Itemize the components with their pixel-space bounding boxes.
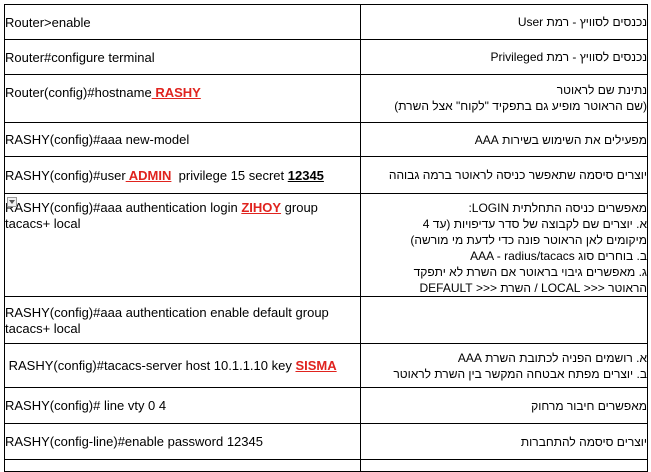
command-text: Router(config)#hostname xyxy=(5,85,152,100)
description-line: נכנסים לסוויץ - רמת Privileged xyxy=(490,50,647,64)
table-row: RASHY(config)#aaa authentication enable … xyxy=(4,296,648,344)
command-cell: RASHY(config)# line vty 0 4 xyxy=(4,387,361,424)
command-text: RASHY(config-line)#enable password 12345 xyxy=(5,434,263,449)
description-line: מאפשרים חיבור מרחוק xyxy=(531,398,647,413)
command-cell: RASHY(config)#aaa new-model xyxy=(4,122,361,157)
command-cell: RASHY(config)#user ADMIN privilege 15 se… xyxy=(4,156,361,194)
command-cell xyxy=(4,459,361,472)
command-cell: Router>enable xyxy=(4,4,361,40)
highlighted-value: ADMIN xyxy=(125,167,172,183)
command-text: RASHY(config)#aaa authentication enable … xyxy=(5,305,329,336)
command-cell: Router#configure terminal xyxy=(4,39,361,75)
command-text: Router#configure terminal xyxy=(5,49,155,65)
description-cell: מאפשרים כניסה התחלתית LOGIN: א. יוצרים ש… xyxy=(360,193,648,297)
command-text: RASHY(config)#aaa new-model xyxy=(5,132,190,147)
command-cell: RASHY(config)#aaa authentication login Z… xyxy=(4,193,361,297)
command-text: group tacacs+ local xyxy=(5,200,318,231)
table-row: Router>enable נכנסים לסוויץ - רמת User xyxy=(4,4,648,40)
underlined-value: 12345 xyxy=(287,167,324,183)
description-line: נכנסים לסוויץ - רמת User xyxy=(517,15,647,29)
description-line: (שם הראוטר מופיע גם בתפקיד "לקוח" אצל הש… xyxy=(394,99,647,113)
table-row: Router(config)#hostname RASHY נתינת שם ל… xyxy=(4,74,648,123)
command-text: privilege 15 secret xyxy=(171,167,288,183)
description-line: הראוטר <<< LOCAL / השרת <<< DEFAULT xyxy=(419,281,648,295)
description-line: מאפשרים כניסה התחלתית LOGIN: xyxy=(468,201,647,215)
command-text: RASHY(config)#user xyxy=(5,167,126,183)
description-cell: מאפשרים חיבור מרחוק xyxy=(360,387,648,424)
description-cell xyxy=(360,296,648,344)
description-cell xyxy=(360,459,648,472)
description-line: א. רושמים הפניה לכתובת השרת AAA xyxy=(457,351,647,365)
description-cell: א. רושמים הפניה לכתובת השרת AAA ב. יוצרי… xyxy=(360,343,648,388)
description-cell: מפעילים את השימוש בשירות AAA xyxy=(360,122,648,157)
description-cell: יוצרים סיסמה שתאפשר כניסה לראוטר ברמה גב… xyxy=(360,156,648,194)
command-text: RASHY(config)#tacacs-server host 10.1.1.… xyxy=(5,358,296,373)
highlighted-value: SISMA xyxy=(295,358,337,373)
table-row: Router#configure terminal נכנסים לסוויץ … xyxy=(4,39,648,75)
description-cell: יוצרים סיסמה להתחברות xyxy=(360,423,648,460)
command-text: Router>enable xyxy=(5,14,91,30)
description-line: ג. מאפשרים גיבוי בראוטר אם השרת לא יתפקד xyxy=(413,265,647,279)
description-cell: נכנסים לסוויץ - רמת Privileged xyxy=(360,39,648,75)
description-line: מיקומים לאן הראוטר פונה כדי לדעת מי מורש… xyxy=(410,233,647,247)
table-row: RASHY(config)#aaa authentication login Z… xyxy=(4,193,648,297)
table-row: RASHY(config-line)#enable password 12345… xyxy=(4,423,648,460)
command-text: RASHY(config)# line vty 0 4 xyxy=(5,398,167,413)
highlighted-value: RASHY xyxy=(151,85,201,100)
command-cell: RASHY(config)#aaa authentication enable … xyxy=(4,296,361,344)
description-cell: נכנסים לסוויץ - רמת User xyxy=(360,4,648,40)
description-cell: נתינת שם לראוטר (שם הראוטר מופיע גם בתפק… xyxy=(360,74,648,123)
description-line: ב. יוצרים מפתח אבטחה המקשר בין השרת לראו… xyxy=(393,367,647,381)
table-row: RASHY(config)# line vty 0 4 מאפשרים חיבו… xyxy=(4,387,648,424)
description-line: א. יוצרים שם לקבוצה של סדר עדיפויות (עד … xyxy=(422,217,647,231)
commands-table: Router>enable נכנסים לסוויץ - רמת User R… xyxy=(4,4,648,472)
description-line: מפעילים את השימוש בשירות AAA xyxy=(474,132,647,147)
command-cell: RASHY(config)#tacacs-server host 10.1.1.… xyxy=(4,343,361,388)
highlighted-value: ZIHOY xyxy=(241,200,282,215)
command-text: RASHY(config)#aaa authentication login xyxy=(5,200,242,215)
description-line: ב. בוחרים סוג AAA - radius/tacacs xyxy=(470,249,647,263)
dropdown-handle-icon[interactable] xyxy=(7,197,17,207)
table-row: RASHY(config)#user ADMIN privilege 15 se… xyxy=(4,156,648,194)
table-row xyxy=(4,459,648,472)
command-cell: Router(config)#hostname RASHY xyxy=(4,74,361,123)
description-line: יוצרים סיסמה שתאפשר כניסה לראוטר ברמה גב… xyxy=(388,168,647,182)
description-line: נתינת שם לראוטר xyxy=(556,83,647,97)
table-row: RASHY(config)#aaa new-model מפעילים את ה… xyxy=(4,122,648,157)
description-line: יוצרים סיסמה להתחברות xyxy=(520,434,647,449)
command-cell: RASHY(config-line)#enable password 12345 xyxy=(4,423,361,460)
table-row: RASHY(config)#tacacs-server host 10.1.1.… xyxy=(4,343,648,388)
